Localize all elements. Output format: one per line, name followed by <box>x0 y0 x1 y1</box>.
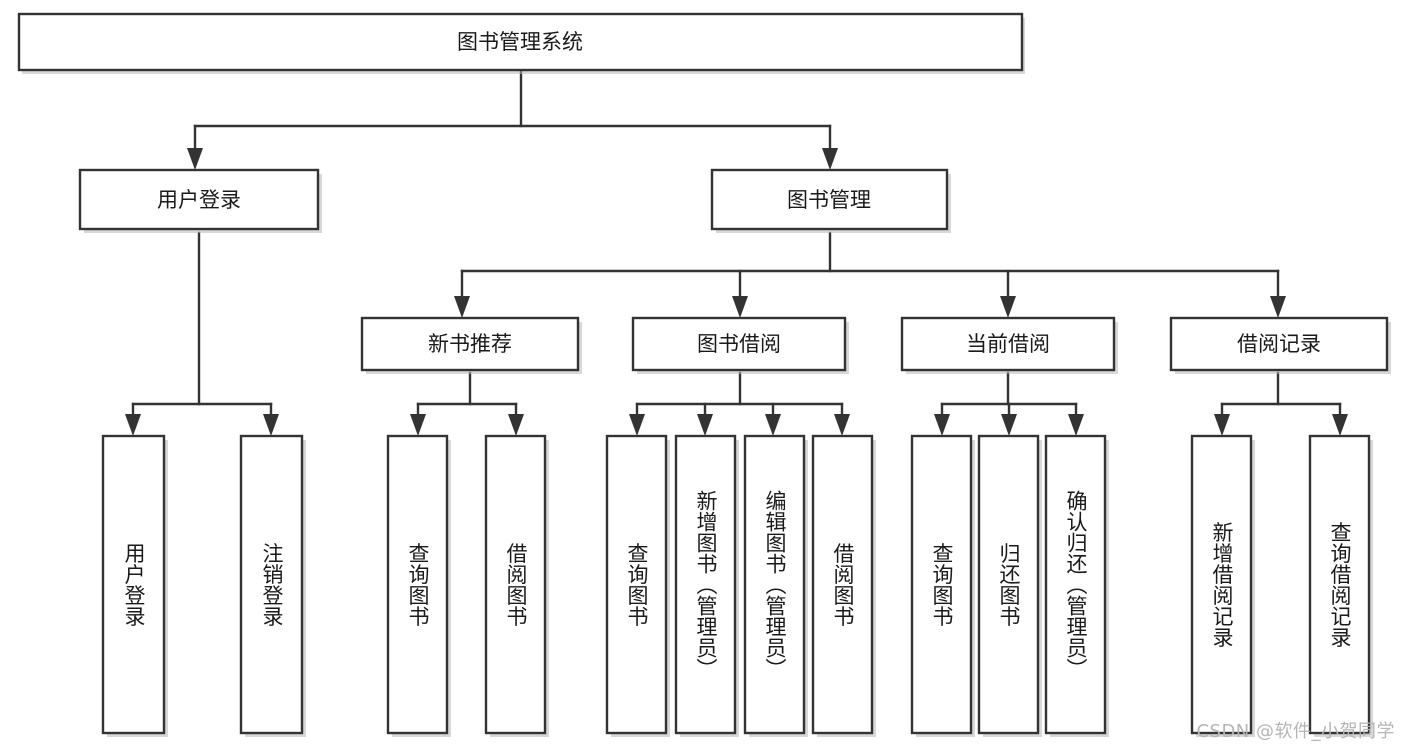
arrow-head-leaf-query-book-cb <box>934 414 950 436</box>
leaf-node-edit-book[interactable]: 编辑图书（管理员） <box>743 434 808 737</box>
arrow-head-leaf-query-book-nb <box>410 414 426 436</box>
leaf-node-borrow-book-bb[interactable]: 借阅图书 <box>811 434 876 737</box>
leaf-logout-rect <box>239 434 304 735</box>
node-book-management-rect <box>710 168 949 231</box>
node-new-book-recommend-rect <box>360 316 580 372</box>
leaf-node-query-record[interactable]: 查询借阅记录 <box>1308 434 1373 737</box>
connector-group-user-login <box>125 231 279 436</box>
node-book-management[interactable]: 图书管理 <box>710 168 951 233</box>
connector-group-current-borrow <box>934 371 1084 436</box>
leaf-borrow-book-nb-rect <box>484 434 547 735</box>
leaf-query-book-bb-rect <box>605 434 668 735</box>
node-new-book-recommend-label: 新书推荐 <box>428 332 512 356</box>
leaf-add-book-rect <box>674 434 737 735</box>
leaf-logout-label: 注销登录 <box>260 542 284 626</box>
leaf-return-book-rect <box>977 434 1040 735</box>
leaf-node-confirm-return[interactable]: 确认归还（管理员） <box>1044 434 1109 737</box>
leaf-node-borrow-book-nb[interactable]: 借阅图书 <box>484 434 549 737</box>
leaf-query-record-label: 查询借阅记录 <box>1328 521 1352 647</box>
node-new-book-recommend[interactable]: 新书推荐 <box>360 316 582 374</box>
leaf-query-book-cb-label: 查询图书 <box>930 542 954 626</box>
leaf-node-query-book-cb[interactable]: 查询图书 <box>910 434 975 737</box>
leaf-node-return-book[interactable]: 归还图书 <box>977 434 1042 737</box>
arrow-head-leaf-edit-book <box>765 414 781 436</box>
node-user-login-rect <box>78 168 320 231</box>
arrow-head-leaf-borrow-book-nb <box>508 414 524 436</box>
node-root-label: 图书管理系统 <box>457 30 583 54</box>
arrow-head-book-mgmt <box>822 148 838 170</box>
arrow-head-leaf-borrow-book-bb <box>834 414 850 436</box>
arrow-head-book-borrow <box>732 296 748 318</box>
leaf-query-book-cb-rect <box>910 434 973 735</box>
leaf-node-add-book[interactable]: 新增图书（管理员） <box>674 434 739 737</box>
node-current-borrow[interactable]: 当前借阅 <box>900 316 1118 374</box>
connector-group-root <box>187 69 838 170</box>
connector-group-book-borrow <box>629 371 850 436</box>
leaf-query-book-bb-label: 查询图书 <box>625 542 649 626</box>
connector-group-new-book-recommend <box>410 371 524 436</box>
arrow-head-leaf-logout <box>263 414 279 436</box>
node-borrow-record-label: 借阅记录 <box>1237 332 1321 356</box>
node-book-borrow-label: 图书借阅 <box>697 332 781 356</box>
arrow-head-leaf-add-book <box>697 414 713 436</box>
leaf-node-logout[interactable]: 注销登录 <box>239 434 306 737</box>
leaf-borrow-book-bb-rect <box>811 434 874 735</box>
arrow-head-new-book-recommend <box>454 296 470 318</box>
leaf-return-book-label: 归还图书 <box>997 542 1021 626</box>
arrow-head-user-login <box>187 148 203 170</box>
node-current-borrow-label: 当前借阅 <box>966 332 1050 356</box>
arrow-head-current-borrow <box>1000 296 1016 318</box>
leaf-borrow-book-nb-label: 借阅图书 <box>504 542 528 626</box>
leaf-add-record-rect <box>1190 434 1253 735</box>
arrow-head-leaf-user-login <box>125 414 141 436</box>
leaf-user-login-label: 用户登录 <box>122 542 146 626</box>
leaf-edit-book-label: 编辑图书（管理员） <box>763 490 787 679</box>
node-borrow-record[interactable]: 借阅记录 <box>1169 316 1391 374</box>
node-root-rect <box>17 12 1024 72</box>
leaf-query-book-nb-rect <box>386 434 449 735</box>
leaf-add-book-label: 新增图书（管理员） <box>694 490 718 679</box>
leaf-borrow-book-bb-label: 借阅图书 <box>831 542 855 626</box>
node-book-borrow[interactable]: 图书借阅 <box>631 316 849 374</box>
node-user-login[interactable]: 用户登录 <box>78 168 322 233</box>
node-book-management-label: 图书管理 <box>787 188 871 212</box>
leaf-node-add-record[interactable]: 新增借阅记录 <box>1190 434 1255 737</box>
leaf-confirm-return-rect <box>1044 434 1107 735</box>
leaf-edit-book-rect <box>743 434 806 735</box>
node-root-system[interactable]: 图书管理系统 <box>17 12 1025 74</box>
arrow-head-leaf-query-book-bb <box>629 414 645 436</box>
connector-group-borrow-record <box>1214 371 1348 436</box>
leaf-node-query-book-nb[interactable]: 查询图书 <box>386 434 451 737</box>
node-borrow-record-rect <box>1169 316 1389 372</box>
arrow-head-borrow-record <box>1270 296 1286 318</box>
arrow-head-leaf-return-book <box>1001 414 1017 436</box>
leaf-user-login-rect <box>101 434 166 735</box>
leaf-node-user-login[interactable]: 用户登录 <box>101 434 168 737</box>
leaf-confirm-return-label: 确认归还（管理员） <box>1064 490 1088 679</box>
arrow-head-leaf-query-record <box>1332 414 1348 436</box>
node-user-login-label: 用户登录 <box>157 188 241 212</box>
node-current-borrow-rect <box>900 316 1116 372</box>
leaf-query-record-rect <box>1308 434 1371 735</box>
leaf-add-record-label: 新增借阅记录 <box>1210 521 1234 647</box>
leaf-query-book-nb-label: 查询图书 <box>406 542 430 626</box>
arrow-head-leaf-add-record <box>1214 414 1230 436</box>
node-book-borrow-rect <box>631 316 847 372</box>
connector-group-book-management <box>454 231 1286 318</box>
arrow-head-leaf-confirm-return <box>1068 414 1084 436</box>
leaf-node-query-book-bb[interactable]: 查询图书 <box>605 434 670 737</box>
